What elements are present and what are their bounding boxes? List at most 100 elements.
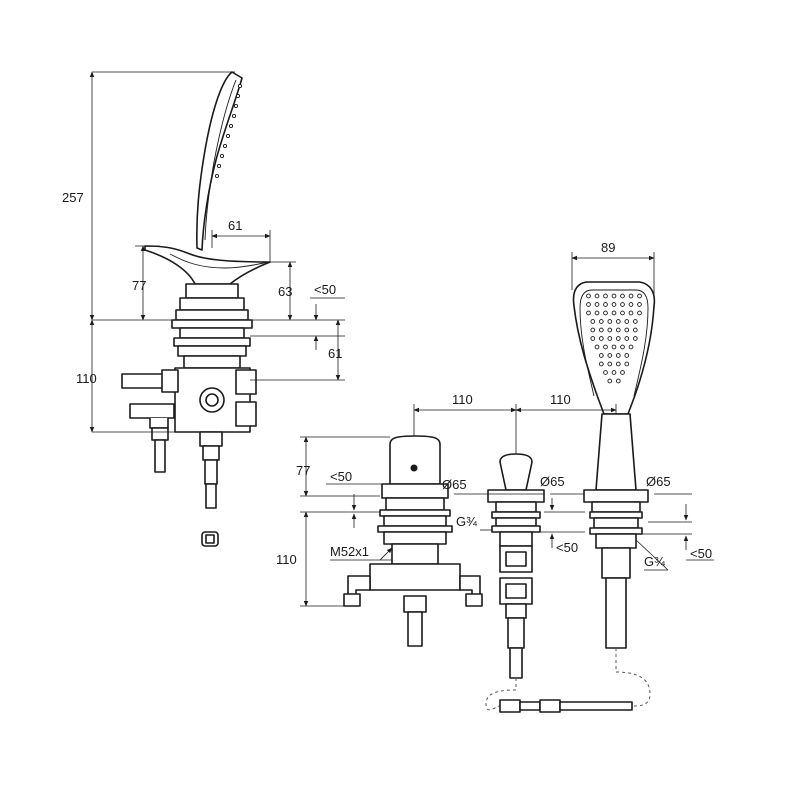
right-handshower-grip [595,413,637,491]
nozzle [611,302,617,307]
nozzle [615,319,621,324]
dim-right-dia-2: Ø65 [540,474,565,489]
left-handshower-inner [204,79,237,241]
nozzle [603,370,608,375]
left-inlet-lower [129,403,175,419]
nozzle [603,310,608,316]
nozzle [590,327,596,333]
nozzle [637,293,642,299]
nozzle [598,361,604,367]
right-mixer-body [369,563,461,591]
dim-right-deck-max-2: <50 [556,540,578,555]
right-assembly: 89 110 110 77 <50 Ø65 Ø65 Ø65 G¾ G¾ [276,240,714,713]
nozzle [611,293,617,299]
nozzle [620,293,625,299]
dim-left-lever-height: 77 [132,278,146,293]
nozzle [632,319,638,324]
dim-left-body-depth: 110 [76,371,97,386]
nozzle [598,327,604,333]
nozzle [620,370,625,375]
nozzle [624,319,630,324]
nozzle [598,336,604,341]
nozzle [594,293,600,299]
dim-left-deck-max: <50 [314,282,336,297]
nozzle [590,319,596,324]
nozzle [594,310,600,316]
right-mixer-outlet-pipe [407,611,423,647]
nozzle [615,361,621,367]
right-handshower-nozzles [586,293,642,384]
nozzle [590,336,596,341]
nozzle [615,378,621,384]
nozzle [628,302,634,307]
dim-right-thread-2: G¾ [644,554,665,569]
left-supply-pipe-b [205,483,217,509]
right-mixer-indicator [410,464,418,472]
right-hose-tube [559,701,633,711]
dim-right-spacing-a: 110 [452,392,473,407]
left-cap [185,283,239,299]
dim-right-handshower-width: 89 [601,240,615,255]
nozzle [603,302,608,307]
nozzle [594,344,600,350]
nozzle [586,293,591,299]
nozzle [624,336,630,341]
left-supply-pipe-a [154,439,166,473]
nozzle [598,319,604,324]
nozzle [607,336,613,341]
nozzle [615,336,621,341]
nozzle [632,336,638,341]
dim-right-dia-3: Ø65 [646,474,671,489]
nozzle [607,319,613,324]
nozzle [624,361,630,367]
nozzle [624,327,630,333]
nozzle [611,310,617,316]
nozzle [607,353,613,358]
nozzle [607,327,613,333]
right-hose-end-a [499,699,521,713]
right-diverter-pipe [509,647,523,679]
nozzle [615,327,621,333]
dim-right-deck-max-3: <50 [690,546,712,561]
nozzle [637,310,642,316]
nozzle [620,344,625,350]
nozzle [611,370,617,375]
nozzle [624,353,630,358]
dim-left-handle-height: 63 [278,284,292,299]
nozzle [620,310,625,316]
nozzle [611,344,617,350]
left-handshower-nozzles [214,83,243,179]
left-handshower-outline [196,71,243,251]
dim-right-mixer-thread: M52x1 [330,544,369,559]
nozzle [620,302,625,307]
dim-left-thread-length: 61 [328,346,342,361]
nozzle [603,293,608,299]
right-diverter-knob [499,453,533,491]
left-assembly: 257 61 77 63 <50 61 110 [62,71,345,547]
right-mixer-lever [389,435,441,485]
dim-right-thread-1: G¾ [456,514,477,529]
dim-right-dia-1: Ø65 [442,477,467,492]
right-hose-path [485,678,517,711]
nozzle [615,353,621,358]
right-handshower-holder [583,489,649,503]
dim-left-handle-width: 61 [228,218,242,233]
dim-left-total-height: 257 [62,190,84,205]
nozzle [607,361,613,367]
nozzle [628,310,634,316]
nozzle [628,344,634,350]
nozzle [607,378,613,384]
nozzle [586,302,591,307]
nozzle [603,344,608,350]
right-handshower-hose-pipe [605,577,627,649]
dim-right-spacing-b: 110 [550,392,571,407]
nozzle [586,310,591,316]
nozzle [594,302,600,307]
dim-right-deck-max-1: <50 [330,469,352,484]
dim-right-lever-height: 77 [296,463,310,478]
dim-right-body-depth: 110 [276,552,297,567]
nozzle [632,327,638,333]
nozzle [637,302,642,307]
